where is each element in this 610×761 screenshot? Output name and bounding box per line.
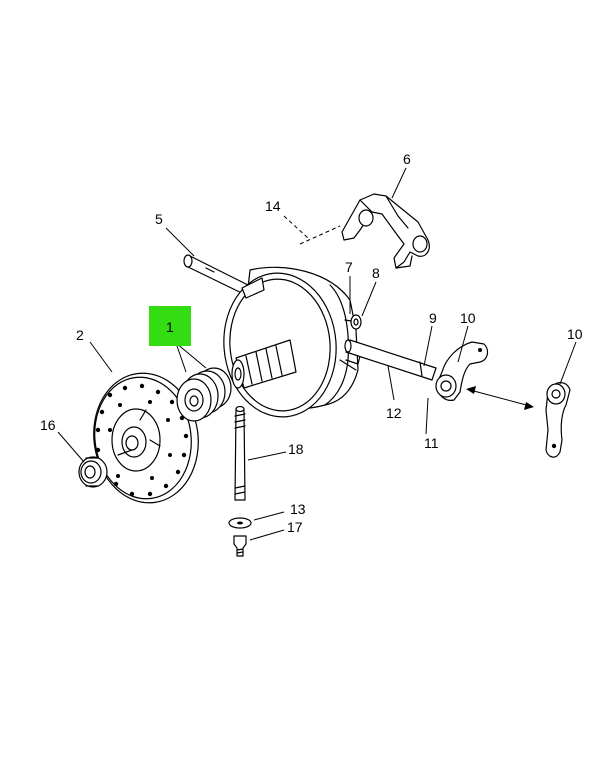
callout-8[interactable]: 8	[372, 265, 380, 281]
bolt-part[interactable]	[233, 535, 247, 557]
clutch-disc-rivets	[95, 383, 189, 497]
callout-highlight-box[interactable]	[149, 306, 191, 346]
callout-labels: 1 2 5 6 7 8 9 10 10 11 12 13 14 16 17 18	[40, 151, 583, 535]
callout-11[interactable]: 11	[424, 435, 439, 451]
stud-part[interactable]	[234, 405, 246, 501]
release-shaft-part[interactable]	[344, 339, 437, 381]
callout-16[interactable]: 16	[40, 417, 56, 433]
callout-18[interactable]: 18	[288, 441, 304, 457]
bell-housing-part[interactable]	[218, 266, 361, 421]
clutch-disc-part[interactable]	[85, 366, 206, 509]
callout-9[interactable]: 9	[429, 310, 437, 326]
callout-10a[interactable]: 10	[460, 310, 476, 326]
callout-6[interactable]: 6	[403, 151, 411, 167]
callout-1[interactable]: 1	[166, 319, 174, 335]
yoke-bracket-part[interactable]	[341, 193, 430, 269]
washer-part[interactable]	[228, 517, 252, 529]
release-lever-part[interactable]	[435, 341, 489, 401]
callout-2[interactable]: 2	[76, 327, 84, 343]
callout-13[interactable]: 13	[290, 501, 306, 517]
callout-17[interactable]: 17	[287, 519, 303, 535]
fitting-part[interactable]	[350, 314, 362, 330]
callout-7[interactable]: 7	[345, 259, 353, 275]
callout-10b[interactable]: 10	[567, 326, 583, 342]
release-bearing-part[interactable]	[176, 367, 232, 422]
callout-5[interactable]: 5	[155, 211, 163, 227]
pilot-bearing-part[interactable]	[78, 456, 108, 488]
callout-14[interactable]: 14	[265, 198, 281, 214]
release-lever-alt-part[interactable]	[545, 382, 571, 458]
leader-lines	[57, 167, 577, 541]
callout-12[interactable]: 12	[386, 405, 402, 421]
